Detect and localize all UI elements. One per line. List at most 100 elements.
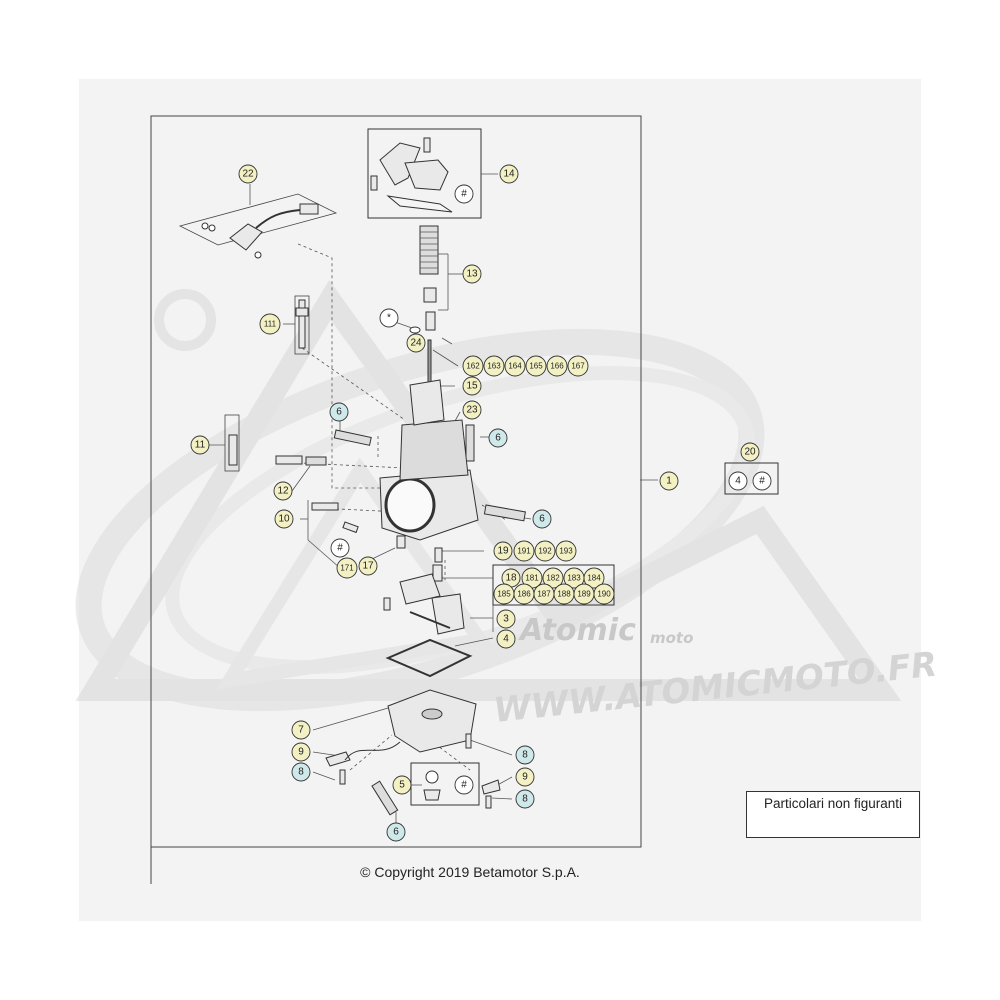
watermark-brand-script: Atomic: [518, 613, 636, 648]
callout-circle: [499, 164, 519, 184]
callout-label: 5: [399, 780, 405, 791]
hose-6a: [333, 429, 372, 446]
callout-8: 8: [515, 789, 535, 809]
callout-191: 191: [513, 540, 535, 562]
callout-circle: [330, 538, 350, 558]
callout-label: 24: [410, 338, 422, 349]
callout-label: 9: [298, 747, 304, 758]
callout-circle: [462, 355, 484, 377]
callout-label: 10: [278, 514, 290, 525]
callout-label: 186: [517, 590, 531, 599]
float-left: [399, 573, 441, 605]
callout-circle: [462, 264, 482, 284]
callout-6: 6: [532, 509, 552, 529]
callout-hash: #: [752, 471, 772, 491]
callout-label: 181: [525, 574, 539, 583]
clamp-right: [481, 779, 501, 795]
callout-label: #: [461, 780, 467, 791]
callout-185: 185: [493, 583, 515, 605]
callout-label: 3: [503, 614, 509, 625]
callout-12: 12: [273, 481, 293, 501]
screw-12: [275, 455, 303, 465]
callout-label: 111: [264, 320, 277, 329]
callout-label: #: [759, 476, 765, 487]
callout-label: 8: [298, 767, 304, 778]
callout-label: 15: [466, 381, 478, 392]
callout-label: 6: [495, 433, 501, 444]
needle-clip-holder: [425, 311, 436, 331]
callout-label: 162: [466, 362, 480, 371]
callout-11: 11: [190, 435, 210, 455]
callout-label: 6: [539, 514, 545, 525]
callout-20: 20: [740, 442, 760, 462]
callout-label: 7: [298, 725, 304, 736]
callout-label: 188: [557, 590, 571, 599]
callout-circle: [392, 775, 412, 795]
callout-label: 184: [587, 574, 601, 583]
callout-circle: [546, 355, 568, 377]
callout-label: 23: [466, 405, 478, 416]
callout-label: 6: [393, 827, 399, 838]
top-cap-group-box: [367, 128, 482, 219]
leader-lines: [207, 173, 658, 832]
callout-circle: [488, 428, 508, 448]
hose-6c: [483, 504, 526, 522]
callout-9: 9: [291, 742, 311, 762]
callout-circle: [386, 822, 406, 842]
throttle-sensor-body: [229, 223, 263, 251]
watermark-brand-sub: moto: [650, 629, 693, 647]
callout-circle: [728, 471, 748, 491]
callout-circle: [259, 313, 281, 335]
callout-166: 166: [546, 355, 568, 377]
jet-19: [434, 547, 443, 563]
callout-17: 17: [358, 556, 378, 576]
callout-label: 182: [546, 574, 560, 583]
throttle-slide-15: [409, 379, 445, 426]
clamp-left: [325, 751, 351, 767]
callout-circle: [493, 541, 513, 561]
callout-circle: [515, 789, 535, 809]
top-cap-body: [404, 159, 449, 191]
callout-circle: [532, 509, 552, 529]
callout-circle: [273, 481, 293, 501]
callout-circle: [483, 355, 505, 377]
not-shown-parts-box: Particolari non figuranti: [746, 791, 920, 838]
jet-17: [396, 535, 406, 549]
callout-circle: [238, 164, 258, 184]
callout-circle: [291, 720, 311, 740]
throttle-sensor-group-box: [178, 193, 338, 246]
callout-167: 167: [567, 355, 589, 377]
callout-15: 15: [462, 376, 482, 396]
top-cap-gasket: [386, 195, 453, 213]
callout-label: 187: [537, 590, 551, 599]
jet-18: [432, 564, 443, 582]
callout-circle: [513, 540, 535, 562]
callout-4: 4: [728, 471, 748, 491]
callout-label: 17: [362, 561, 374, 572]
part-drawings: [201, 137, 526, 816]
callout-190: 190: [593, 583, 615, 605]
watermark-site-text: WWW.ATOMICMOTO.FR: [492, 645, 939, 731]
callout-circle: [291, 762, 311, 782]
callout-circle: [515, 745, 535, 765]
callout-19: 19: [493, 541, 513, 561]
drain-plug: [423, 789, 441, 801]
callout-13: 13: [462, 264, 482, 284]
callout-165: 165: [525, 355, 547, 377]
needle-holder: [423, 287, 437, 303]
callout-circle: [379, 308, 399, 328]
callout-circle: [462, 376, 482, 396]
callout-162: 162: [462, 355, 484, 377]
callout-9: 9: [515, 767, 535, 787]
callout-186: 186: [513, 583, 535, 605]
callout-star: *: [379, 308, 399, 328]
callout-188: 188: [553, 583, 575, 605]
throttle-sensor-connector: [299, 203, 319, 215]
callout-circle: [525, 355, 547, 377]
callout-14: 14: [499, 164, 519, 184]
callout-label: 166: [550, 362, 564, 371]
callout-label: #: [337, 543, 343, 554]
callout-circle: [567, 355, 589, 377]
callout-3: 3: [496, 609, 516, 629]
